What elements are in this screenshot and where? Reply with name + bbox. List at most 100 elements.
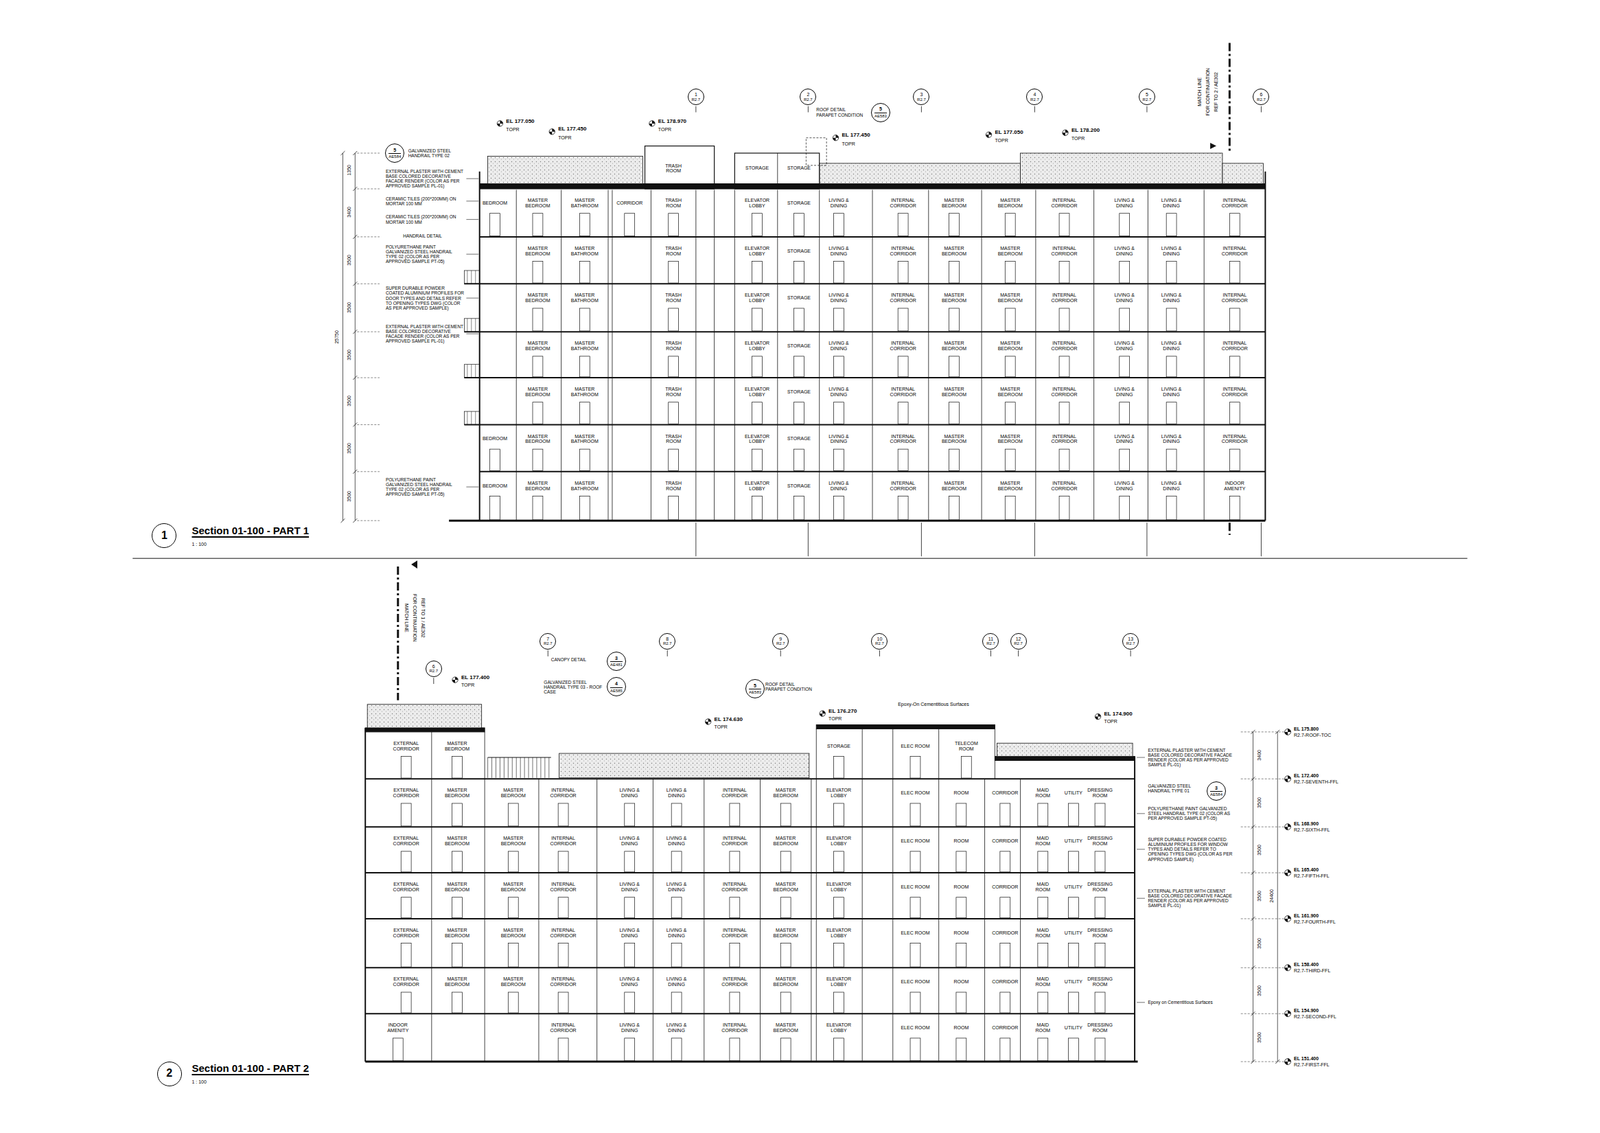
handrail-bar bbox=[524, 757, 526, 778]
exterior-wall bbox=[1264, 171, 1266, 521]
partition-wall bbox=[994, 728, 996, 779]
handrail-bar bbox=[466, 318, 468, 332]
partition-wall bbox=[538, 778, 539, 1062]
dimension-line bbox=[1277, 731, 1279, 1062]
roof-slab bbox=[994, 756, 1135, 761]
elevation-marker bbox=[649, 120, 655, 127]
room-label: EXTERNAL CORRIDOR bbox=[388, 787, 425, 798]
sheet-reference: R2.7 bbox=[776, 641, 786, 646]
room-label: EXTERNAL CORRIDOR bbox=[388, 881, 425, 892]
handrail-bar bbox=[516, 757, 517, 778]
callout-bubble: 5AE583 bbox=[745, 678, 765, 699]
grid-line bbox=[1017, 650, 1019, 657]
grid-line bbox=[1260, 522, 1262, 556]
floor-slab bbox=[464, 423, 1266, 425]
room-label: INTERNAL CORRIDOR bbox=[1219, 386, 1251, 397]
room-label: INTERNAL CORRIDOR bbox=[887, 480, 920, 491]
room-label: MASTER BEDROOM bbox=[439, 976, 475, 987]
dimension-line bbox=[1252, 731, 1254, 1062]
dimension-tick bbox=[1251, 729, 1256, 734]
door-opening bbox=[671, 803, 682, 826]
room-label: ROOM bbox=[943, 1024, 979, 1031]
room-label: ELEVATOR LOBBY bbox=[741, 197, 773, 208]
partition-wall bbox=[734, 190, 736, 521]
door-opening bbox=[671, 991, 682, 1013]
floor-slab bbox=[365, 917, 1135, 920]
bubble-number: 9 bbox=[779, 636, 782, 642]
door-opening bbox=[1229, 356, 1240, 377]
level-line bbox=[356, 236, 380, 237]
handrail-bar bbox=[495, 757, 497, 778]
door-opening bbox=[1068, 803, 1079, 826]
door-opening bbox=[729, 897, 740, 918]
room-label: MASTER BEDROOM bbox=[938, 480, 970, 491]
room-label: ROOM bbox=[943, 930, 979, 936]
elevation-tag-type: TOPR bbox=[1104, 718, 1118, 725]
door-opening bbox=[956, 991, 967, 1013]
door-opening bbox=[624, 897, 635, 918]
partition-wall bbox=[1093, 190, 1095, 521]
room-label: ELEVATOR LOBBY bbox=[741, 386, 773, 397]
door-opening bbox=[1166, 261, 1177, 284]
room-label: EXTERNAL CORRIDOR bbox=[388, 740, 425, 751]
room-label: MASTER BEDROOM bbox=[938, 433, 970, 445]
level-name: R2.7-ROOF-TOC bbox=[1293, 732, 1331, 738]
bubble-number: 5 bbox=[753, 682, 757, 688]
callout-bubble: 4AE585 bbox=[606, 676, 626, 697]
door-opening bbox=[490, 448, 501, 471]
partition-wall bbox=[560, 190, 562, 521]
sheet-reference: AE584 bbox=[1210, 792, 1223, 797]
room-label: ROOM bbox=[943, 978, 979, 985]
grid-line bbox=[695, 106, 697, 113]
elevation-marker bbox=[705, 718, 712, 725]
dimension: 3500 bbox=[1256, 796, 1263, 808]
partition-wall bbox=[928, 190, 929, 521]
grid-line bbox=[921, 106, 922, 113]
elevation-marker bbox=[549, 129, 555, 135]
spec-note: GALVANIZED STEEL HANDRAIL TYPE 01 bbox=[1147, 783, 1202, 793]
room-label: LIVING & DINING bbox=[611, 927, 648, 938]
partition-wall bbox=[1019, 778, 1021, 1062]
sheet-reference: R2.7 bbox=[1142, 97, 1152, 102]
grid-bubble: 9R2.7 bbox=[772, 632, 789, 650]
floor-slab bbox=[365, 1012, 1135, 1014]
dimension: 3500 bbox=[1256, 844, 1263, 856]
room-label: MASTER BEDROOM bbox=[495, 881, 532, 892]
sheet-reference: R2.7 bbox=[663, 641, 672, 646]
door-opening bbox=[833, 897, 845, 918]
door-opening bbox=[833, 356, 845, 377]
sheet-reference: R2.7 bbox=[875, 641, 885, 646]
room-label: LIVING & DINING bbox=[658, 881, 695, 892]
door-opening bbox=[1229, 308, 1240, 331]
level-elevation: EL 154.900 bbox=[1293, 1007, 1319, 1014]
elevation-tag-type: TOPR bbox=[658, 126, 672, 133]
match-line-arrow bbox=[411, 560, 418, 569]
partition-wall bbox=[652, 778, 654, 1062]
ground-line bbox=[448, 519, 1266, 522]
room-label: LIVING & DINING bbox=[658, 927, 695, 938]
room-label: INTERNAL CORRIDOR bbox=[1048, 433, 1081, 445]
spec-note: POLYURETHANE PAINT GALVANIZED STEEL HAND… bbox=[1147, 805, 1238, 821]
room-label: STORAGE bbox=[783, 343, 815, 349]
leader-line bbox=[1136, 812, 1145, 814]
door-opening bbox=[1004, 448, 1016, 471]
floor-slab bbox=[464, 282, 1266, 285]
door-opening bbox=[833, 261, 845, 284]
level-name: R2.7-FIRST-FFL bbox=[1293, 1061, 1330, 1068]
callout-divider bbox=[1210, 790, 1223, 792]
section-number: 1 bbox=[151, 523, 177, 548]
grid-line bbox=[807, 522, 809, 556]
door-opening bbox=[949, 402, 960, 425]
partition-wall bbox=[892, 728, 894, 779]
match-line-note: REF TO 2 / AE302 bbox=[1213, 72, 1220, 112]
door-opening bbox=[956, 1037, 967, 1061]
bubble-number: 5 bbox=[393, 147, 397, 153]
door-opening bbox=[1166, 308, 1177, 331]
room-label: INTERNAL CORRIDOR bbox=[716, 1022, 753, 1033]
callout-divider bbox=[610, 661, 623, 662]
room-label: INTERNAL CORRIDOR bbox=[1048, 386, 1081, 397]
door-opening bbox=[780, 897, 791, 918]
leader-line bbox=[466, 178, 479, 180]
partition-wall bbox=[816, 778, 817, 1062]
room-label: BEDROOM bbox=[479, 483, 511, 489]
